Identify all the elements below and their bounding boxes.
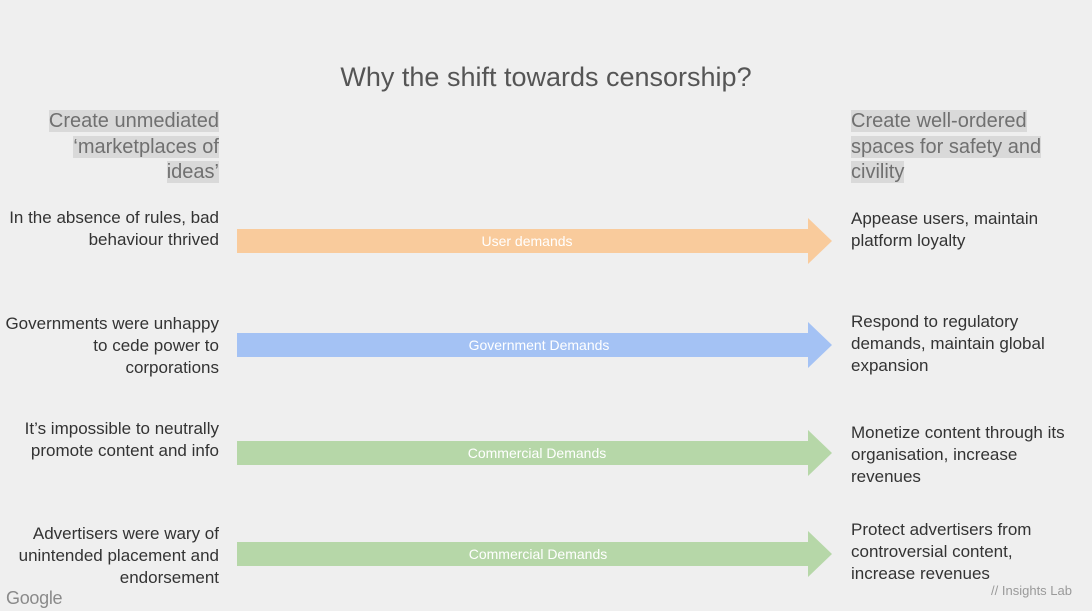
arrow-user-demands: User demands [237,218,832,264]
effect-commercial-demands-2: Protect advertisers from controversial c… [851,520,1032,583]
arrow-commercial-demands-1: Commercial Demands [237,430,832,476]
arrow-body [237,531,832,577]
arrow-label: Commercial Demands [468,546,608,562]
effect-user-demands: Appease users, maintain platform loyalty [851,209,1039,250]
effect-commercial-demands-1: Monetize content through its organisatio… [851,423,1065,486]
arrow-body [237,322,832,368]
left-column-heading: Create unmediated ‘marketplaces of ideas… [20,109,219,186]
cause-government-demands: Governments were unhappy to cede power t… [5,314,219,377]
insights-lab-credit: // Insights Lab [991,583,1072,598]
slide-title: Why the shift towards censorship? [340,62,752,92]
arrow-label: Commercial Demands [467,445,607,461]
cause-commercial-demands-2: Advertisers were wary of unintended plac… [18,524,219,587]
cause-commercial-demands-1: It’s impossible to neutrally promote con… [24,419,219,460]
arrow-commercial-demands-2: Commercial Demands [237,531,832,577]
arrow-shape [237,322,832,368]
arrow-shape [237,218,832,264]
effect-government-demands: Respond to regulatory demands, maintain … [851,312,1045,375]
arrow-shape [237,531,832,577]
arrow-body [237,430,832,476]
arrow-body [237,218,832,264]
arrow-label: Government Demands [468,337,610,353]
cause-user-demands: In the absence of rules, bad behaviour t… [9,208,219,249]
google-logo: Google [6,588,63,608]
arrow-government-demands: Government Demands [237,322,832,368]
arrow-shape [237,430,832,476]
right-heading-text: Create well-ordered spaces for safety an… [851,110,1042,183]
arrow-label: User demands [481,233,573,249]
right-column-heading: Create well-ordered spaces for safety an… [851,109,1051,186]
left-heading-text: Create unmediated ‘marketplaces of ideas… [48,110,219,183]
